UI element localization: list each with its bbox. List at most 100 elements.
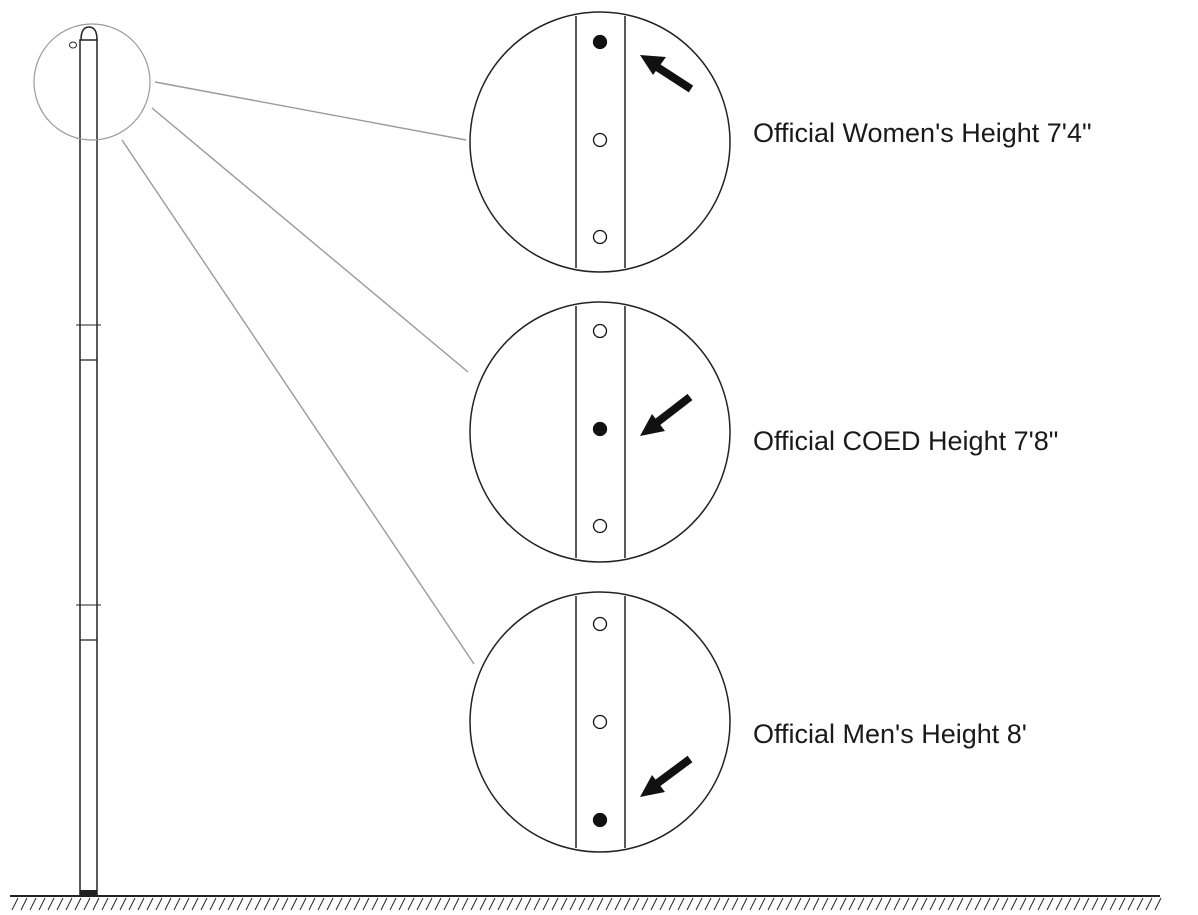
leader-line-women: [154, 81, 467, 141]
hatch-mark: [209, 897, 217, 911]
hatch-mark: [884, 897, 892, 911]
hatch-mark: [695, 897, 703, 911]
hatch-mark: [578, 897, 586, 911]
hatch-mark: [632, 897, 640, 911]
hole-empty: [592, 518, 608, 534]
hole-filled: [592, 34, 608, 50]
arrow-icon: [640, 755, 693, 797]
hatch-mark: [542, 897, 550, 911]
hatch-mark: [668, 897, 676, 911]
hatch-mark: [812, 897, 820, 911]
magnifier-circle: [33, 23, 151, 141]
hatch-mark: [389, 897, 397, 911]
hatch-mark: [173, 897, 181, 911]
hatch-mark: [677, 897, 685, 911]
hatch-mark: [326, 897, 334, 911]
pole: [69, 26, 101, 897]
hatch-mark: [479, 897, 487, 911]
hatch-mark: [1046, 897, 1054, 911]
hatch-mark: [380, 897, 388, 911]
hatch-mark: [1154, 897, 1162, 911]
hatch-mark: [1028, 897, 1036, 911]
hatch-mark: [443, 897, 451, 911]
hatch-mark: [344, 897, 352, 911]
pole-base: [80, 890, 97, 896]
hatch-mark: [497, 897, 505, 911]
hatch-mark: [587, 897, 595, 911]
arrow-icon: [640, 55, 694, 93]
hatch-mark: [146, 897, 154, 911]
hatch-mark: [155, 897, 163, 911]
hatch-mark: [56, 897, 64, 911]
hatch-mark: [182, 897, 190, 911]
hatch-mark: [272, 897, 280, 911]
hatch-mark: [461, 897, 469, 911]
ground: [10, 895, 1162, 911]
hatch-mark: [830, 897, 838, 911]
hatch-mark: [965, 897, 973, 911]
hole-empty: [592, 132, 608, 148]
hatch-mark: [524, 897, 532, 911]
hatch-mark: [434, 897, 442, 911]
hatch-mark: [848, 897, 856, 911]
hatch-mark: [1118, 897, 1126, 911]
hatch-mark: [686, 897, 694, 911]
hatch-mark: [1082, 897, 1090, 911]
hatch-mark: [398, 897, 406, 911]
hatch-mark: [1064, 897, 1072, 911]
hatch-mark: [947, 897, 955, 911]
hatch-mark: [1100, 897, 1108, 911]
hatch-mark: [794, 897, 802, 911]
hatch-mark: [992, 897, 1000, 911]
hatch-mark: [29, 897, 37, 911]
hatch-mark: [920, 897, 928, 911]
hatch-mark: [1145, 897, 1153, 911]
hatch-mark: [308, 897, 316, 911]
hatch-mark: [740, 897, 748, 911]
ground-hatching: [11, 897, 1162, 911]
hatch-mark: [299, 897, 307, 911]
hatch-mark: [731, 897, 739, 911]
hatch-mark: [470, 897, 478, 911]
pole-cap: [80, 26, 98, 41]
hatch-mark: [263, 897, 271, 911]
hatch-mark: [839, 897, 847, 911]
hatch-mark: [1001, 897, 1009, 911]
hatch-mark: [74, 897, 82, 911]
leader-line-coed: [151, 107, 469, 373]
hatch-mark: [893, 897, 901, 911]
leader-lines: [121, 81, 475, 665]
hatch-mark: [47, 897, 55, 911]
hatch-mark: [1091, 897, 1099, 911]
hatch-mark: [488, 897, 496, 911]
hatch-mark: [1136, 897, 1144, 911]
hole-empty: [592, 229, 608, 245]
arrow-icon: [640, 393, 693, 436]
hatch-mark: [425, 897, 433, 911]
hatch-mark: [722, 897, 730, 911]
pole-shaft: [79, 39, 98, 897]
hatch-mark: [227, 897, 235, 911]
hatch-mark: [866, 897, 874, 911]
hatch-mark: [650, 897, 658, 911]
hatch-mark: [353, 897, 361, 911]
hatch-mark: [623, 897, 631, 911]
hatch-mark: [506, 897, 514, 911]
hatch-mark: [1127, 897, 1135, 911]
hatch-mark: [1073, 897, 1081, 911]
hatch-mark: [605, 897, 613, 911]
hatch-mark: [119, 897, 127, 911]
label-men-height: Official Men's Height 8': [753, 719, 1027, 749]
hatch-mark: [416, 897, 424, 911]
hatch-mark: [551, 897, 559, 911]
hatch-mark: [245, 897, 253, 911]
hatch-mark: [857, 897, 865, 911]
pole-pin-hole: [69, 41, 77, 49]
hatch-mark: [11, 897, 19, 911]
hatch-mark: [110, 897, 118, 911]
hatch-mark: [335, 897, 343, 911]
hatch-mark: [533, 897, 541, 911]
hatch-mark: [137, 897, 145, 911]
